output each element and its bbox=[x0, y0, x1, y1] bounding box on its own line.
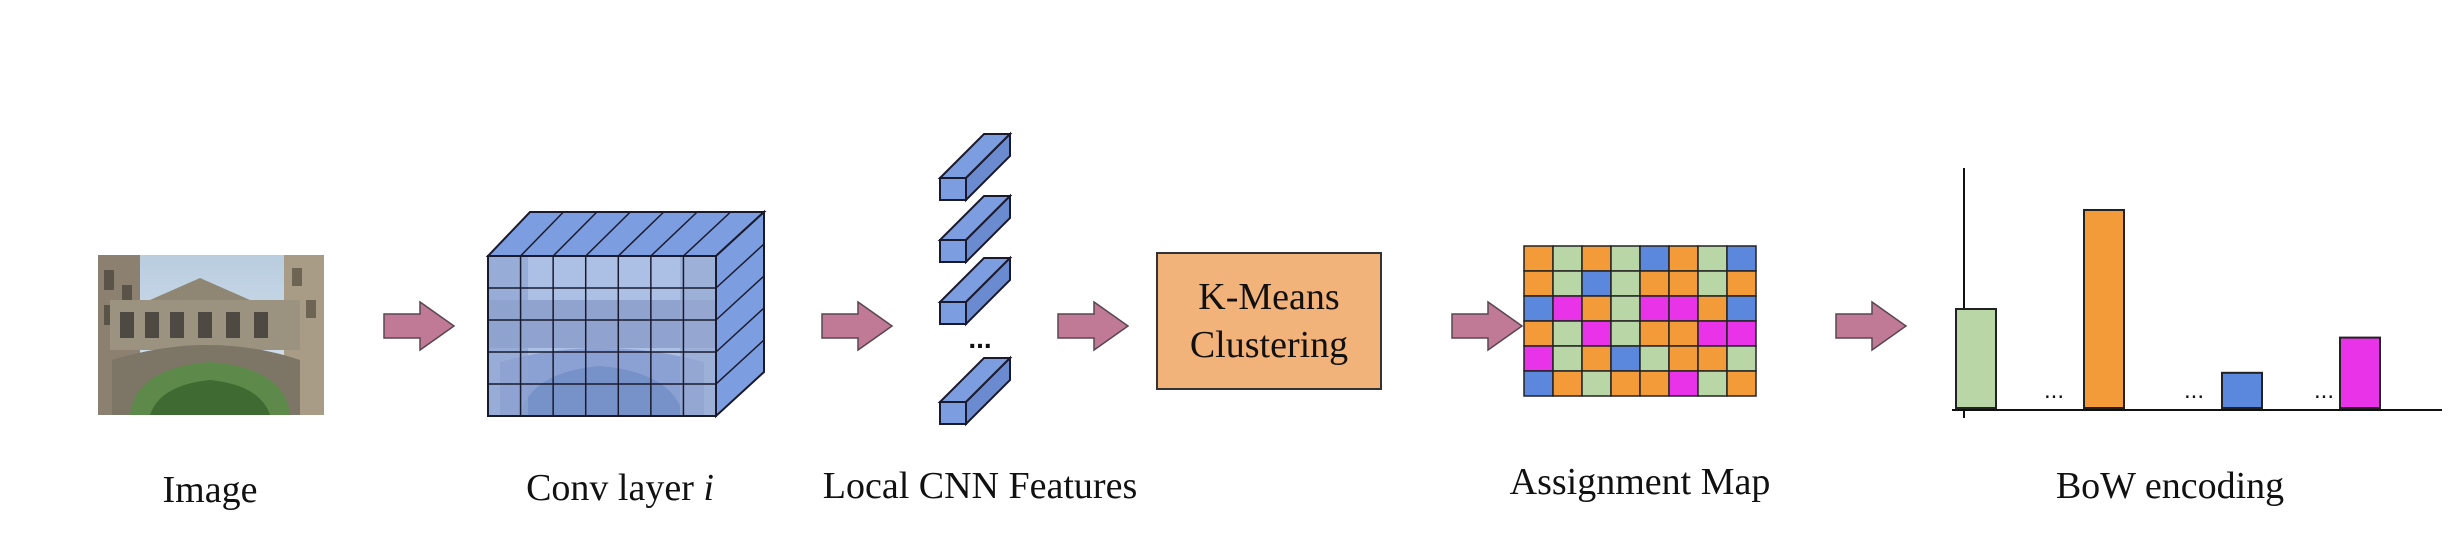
assignment-cell bbox=[1610, 245, 1641, 272]
input-photo bbox=[98, 255, 324, 415]
label-bow-encoding: BoW encoding bbox=[2055, 465, 2285, 507]
assignment-cell bbox=[1639, 295, 1670, 322]
label-conv-layer: Conv layer i bbox=[480, 466, 760, 510]
assignment-cell bbox=[1668, 270, 1699, 297]
feature-vector-3 bbox=[937, 255, 1013, 327]
assignment-cell bbox=[1668, 345, 1699, 372]
bow-bar-blue bbox=[2221, 371, 2263, 409]
assignment-cell bbox=[1639, 320, 1670, 347]
assignment-cell bbox=[1610, 295, 1641, 322]
local-cnn-features bbox=[937, 131, 1013, 427]
assignment-cell bbox=[1610, 370, 1641, 397]
arrow-features-to-kmeans bbox=[1057, 300, 1130, 352]
assignment-cell bbox=[1726, 370, 1757, 397]
assignment-cell bbox=[1726, 270, 1757, 297]
assignment-cell bbox=[1668, 295, 1699, 322]
assignment-cell bbox=[1581, 295, 1612, 322]
assignment-cell bbox=[1523, 245, 1554, 272]
assignment-cell bbox=[1697, 320, 1728, 347]
kmeans-line2: Clustering bbox=[1189, 324, 1349, 366]
assignment-cell bbox=[1697, 345, 1728, 372]
assignment-cell bbox=[1639, 245, 1670, 272]
assignment-cell bbox=[1552, 295, 1583, 322]
assignment-cell bbox=[1523, 270, 1554, 297]
assignment-cell bbox=[1697, 270, 1728, 297]
assignment-cell bbox=[1668, 370, 1699, 397]
assignment-cell bbox=[1697, 245, 1728, 272]
assignment-cell bbox=[1639, 345, 1670, 372]
bow-ellipsis-2: ... bbox=[2184, 377, 2204, 404]
assignment-cell bbox=[1697, 370, 1728, 397]
assignment-cell bbox=[1639, 370, 1670, 397]
bow-bar-orange bbox=[2083, 209, 2125, 409]
assignment-cell bbox=[1610, 270, 1641, 297]
assignment-cell bbox=[1610, 320, 1641, 347]
assignment-cell bbox=[1581, 345, 1612, 372]
conv-front-grid bbox=[487, 255, 717, 417]
bow-bar-green bbox=[1955, 308, 1997, 409]
assignment-cell bbox=[1726, 320, 1757, 347]
feature-vector-1 bbox=[937, 131, 1013, 203]
assignment-cell bbox=[1523, 320, 1554, 347]
bow-ellipsis-3: ... bbox=[2314, 377, 2334, 404]
kmeans-line1: K-Means bbox=[1198, 276, 1340, 318]
arrow-conv-to-features bbox=[821, 300, 894, 352]
arrow-map-to-bow bbox=[1835, 300, 1908, 352]
assignment-cell bbox=[1523, 370, 1554, 397]
bow-ellipsis-1: ... bbox=[2044, 377, 2064, 404]
kmeans-clustering-box: K-Means Clustering bbox=[1156, 252, 1382, 390]
conv-side-face bbox=[715, 209, 765, 419]
assignment-cell bbox=[1552, 245, 1583, 272]
assignment-cell bbox=[1552, 370, 1583, 397]
arrow-kmeans-to-map bbox=[1451, 300, 1524, 352]
label-conv-italic: i bbox=[703, 467, 714, 509]
assignment-cell bbox=[1726, 295, 1757, 322]
assignment-cell bbox=[1552, 270, 1583, 297]
assignment-cell bbox=[1523, 295, 1554, 322]
assignment-cell bbox=[1639, 270, 1670, 297]
feature-vector-4 bbox=[937, 355, 1013, 427]
features-ellipsis: ... bbox=[968, 323, 991, 354]
assignment-cell bbox=[1581, 370, 1612, 397]
assignment-cell bbox=[1726, 245, 1757, 272]
assignment-cell bbox=[1668, 320, 1699, 347]
assignment-cell bbox=[1726, 345, 1757, 372]
assignment-cell bbox=[1610, 345, 1641, 372]
label-local-cnn-features: Local CNN Features bbox=[822, 465, 1138, 507]
assignment-cell bbox=[1552, 320, 1583, 347]
feature-vector-2 bbox=[937, 193, 1013, 265]
assignment-cell bbox=[1581, 270, 1612, 297]
bow-bar-magenta bbox=[2339, 336, 2381, 410]
assignment-cell bbox=[1668, 245, 1699, 272]
label-assignment-map: Assignment Map bbox=[1509, 461, 1771, 503]
assignment-map-grid bbox=[1523, 245, 1757, 397]
assignment-cell bbox=[1581, 320, 1612, 347]
bow-histogram: ... ... ... bbox=[1952, 168, 2442, 418]
conv-top-grid bbox=[520, 211, 732, 257]
assignment-cell bbox=[1697, 295, 1728, 322]
conv-layer-block bbox=[485, 209, 767, 419]
assignment-cell bbox=[1552, 345, 1583, 372]
assignment-cell bbox=[1523, 345, 1554, 372]
conv-side-grid bbox=[715, 243, 765, 385]
assignment-cell bbox=[1581, 245, 1612, 272]
label-image: Image bbox=[162, 469, 258, 511]
label-conv-main: Conv layer bbox=[526, 467, 704, 509]
arrow-image-to-conv bbox=[383, 300, 456, 352]
